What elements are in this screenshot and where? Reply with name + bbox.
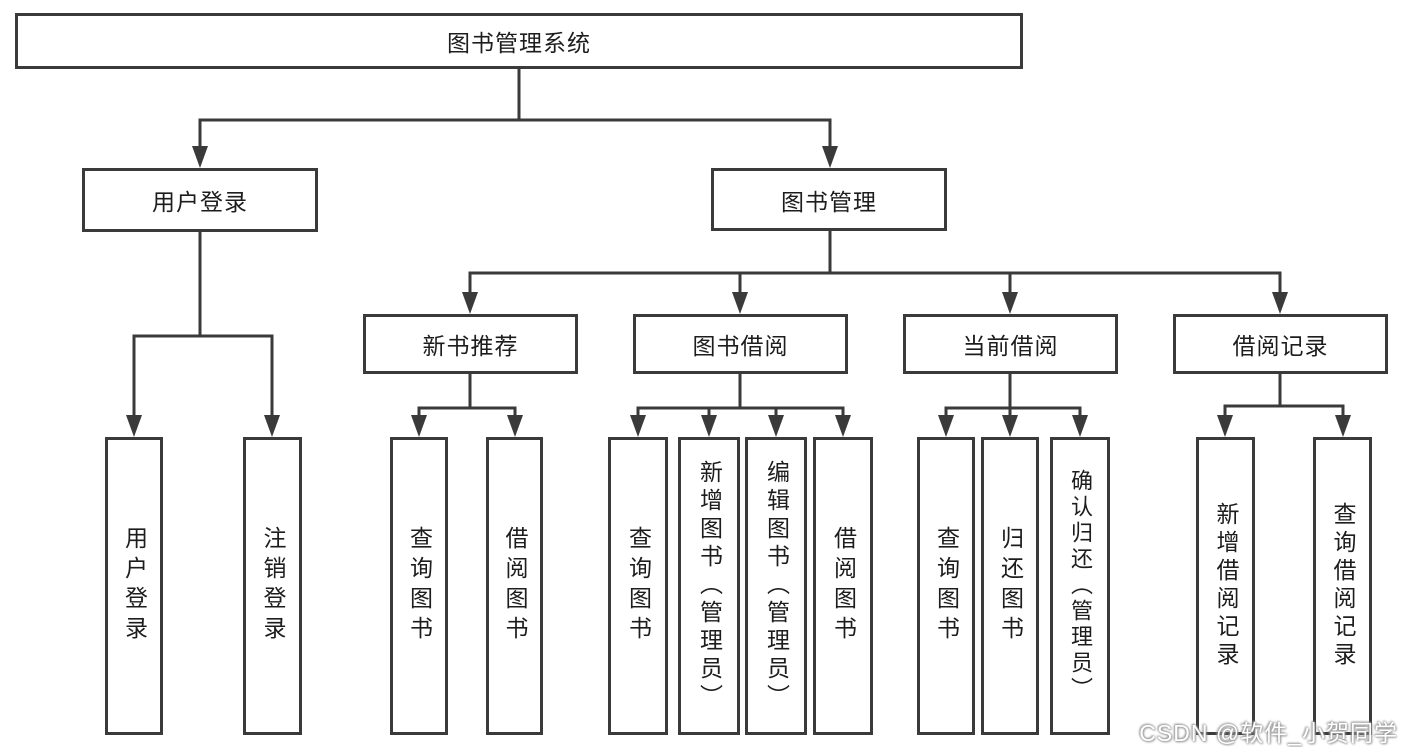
- node-new-book-recommend: 新书推荐: [363, 314, 578, 374]
- connector-book-mgmt-children: [462, 229, 1288, 314]
- leaf-borrow-add-book-admin: 新增图书（管理员）: [678, 437, 740, 735]
- connector-root-to-level1: [192, 67, 838, 168]
- leaf-current-return-book: 归还图书: [981, 437, 1039, 735]
- leaf-current-confirm-return-admin: 确认归还（管理员）: [1050, 437, 1110, 735]
- connector-user-login-children: [126, 230, 280, 437]
- leaf-user-login: 用户登录: [105, 437, 163, 735]
- leaf-records-add-borrow-record: 新增借阅记录: [1196, 437, 1255, 735]
- leaf-borrow-edit-book-admin: 编辑图书（管理员）: [745, 437, 807, 735]
- node-user-login: 用户登录: [82, 168, 318, 232]
- leaf-records-query-borrow-record: 查询借阅记录: [1313, 437, 1372, 735]
- connector-borrow-records-children: [1217, 372, 1351, 437]
- leaf-newbook-query-book: 查询图书: [390, 437, 448, 735]
- connector-current-borrow-children: [938, 372, 1088, 437]
- connector-book-borrow-children: [630, 372, 851, 437]
- leaf-borrow-borrow-book: 借阅图书: [813, 437, 873, 735]
- node-library-management-system: 图书管理系统: [15, 13, 1023, 69]
- node-book-borrow: 图书借阅: [633, 314, 848, 374]
- leaf-logout: 注销登录: [243, 437, 302, 735]
- leaf-newbook-borrow-book: 借阅图书: [486, 437, 543, 735]
- leaf-current-query-book: 查询图书: [917, 437, 975, 735]
- connector-new-book-children: [411, 372, 523, 437]
- node-book-management: 图书管理: [711, 168, 947, 231]
- node-current-borrow: 当前借阅: [903, 314, 1118, 374]
- node-borrow-records: 借阅记录: [1173, 314, 1388, 374]
- leaf-borrow-query-book: 查询图书: [608, 437, 668, 735]
